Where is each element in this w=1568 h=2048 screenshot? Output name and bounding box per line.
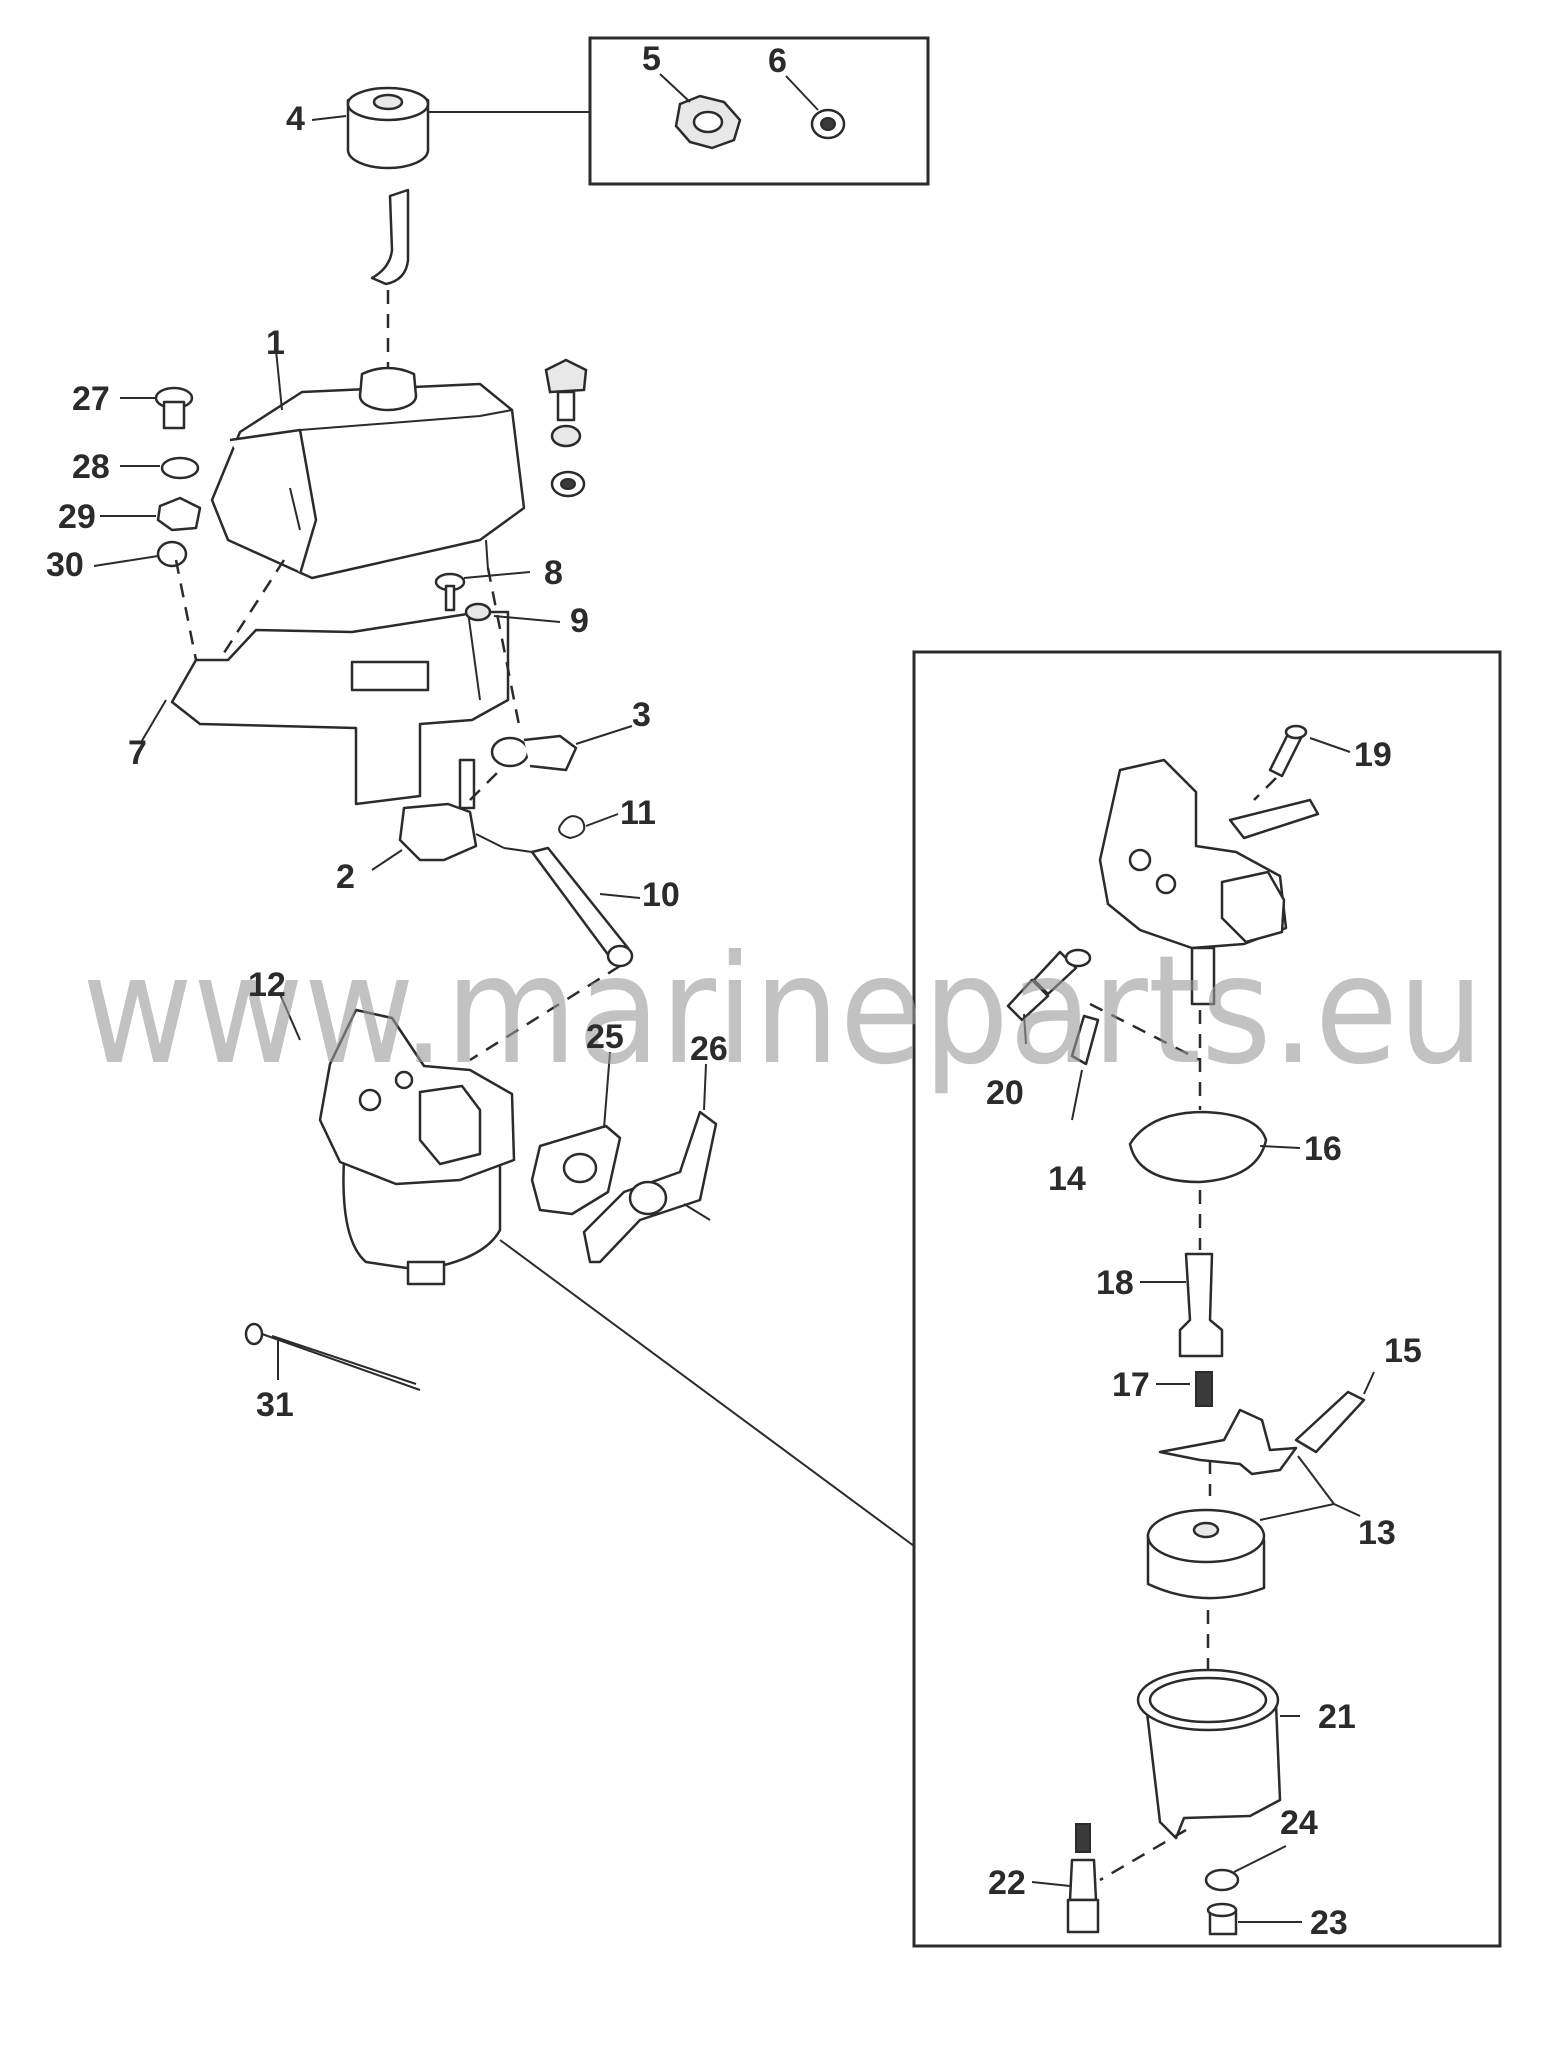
callout-13: 13 (1358, 1514, 1396, 1552)
callout-27: 27 (72, 380, 110, 418)
part-pin-14 (1070, 1002, 1201, 1121)
part-jet-18 (1140, 1252, 1224, 1358)
callout-6: 6 (768, 42, 787, 80)
part-clip-11 (558, 813, 619, 840)
part-nut-5 (659, 73, 742, 150)
part-rod-31 (244, 1322, 421, 1391)
part-screw-22 (1031, 1823, 1100, 1934)
callout-7: 7 (128, 734, 147, 772)
watermark-text: www.marineparts.eu (82, 924, 1484, 1098)
part-fuel-tank (210, 349, 526, 580)
detail-frame-small (588, 36, 930, 186)
callout-9: 9 (570, 602, 589, 640)
part-float-lever (1158, 1408, 1335, 1505)
part-plate-26 (582, 1063, 718, 1264)
callout-30: 30 (46, 546, 84, 584)
part-grommet-29 (100, 496, 202, 532)
callout-28: 28 (72, 448, 110, 486)
callout-4: 4 (286, 100, 305, 138)
callout-8: 8 (544, 554, 563, 592)
axis-tank-bracket-left (174, 559, 198, 661)
part-lockwasher-9 (464, 602, 561, 623)
part-mounting-bracket (139, 610, 510, 806)
callout-15: 15 (1384, 1332, 1422, 1370)
part-washer-6 (785, 75, 846, 140)
callout-2: 2 (336, 858, 355, 896)
part-clamp-3 (490, 725, 633, 772)
callout-16: 16 (1304, 1130, 1342, 1168)
axis-fuel-line (469, 964, 621, 1062)
part-bolt-27 (120, 386, 194, 430)
callout-10: 10 (642, 876, 680, 914)
axis-screw (486, 567, 522, 731)
leader-to-detail (499, 1239, 915, 1547)
callout-1: 1 (266, 324, 285, 362)
part-screw-8 (434, 571, 531, 612)
part-fuel-line (503, 846, 641, 968)
part-carburetor-assembly (279, 993, 516, 1286)
callout-26: 26 (690, 1030, 728, 1068)
detail-frame-carburetor (912, 650, 1502, 1948)
part-tank-valve-stack (544, 358, 588, 498)
part-float-13 (1146, 1503, 1361, 1600)
callout-19: 19 (1354, 736, 1392, 774)
callout-31: 31 (256, 1386, 294, 1424)
part-pin-15 (1294, 1371, 1375, 1454)
part-bowl-21 (1136, 1668, 1300, 1840)
callout-17: 17 (1112, 1366, 1150, 1404)
callout-12: 12 (248, 966, 286, 1004)
callout-25: 25 (586, 1018, 624, 1056)
part-carb-body-detail (1098, 758, 1320, 1006)
callout-3: 3 (632, 696, 651, 734)
part-washer-28 (120, 456, 200, 480)
part-fuel-cap-hose (311, 86, 590, 286)
part-oring-16 (1128, 1110, 1301, 1184)
callout-22: 22 (988, 1864, 1026, 1902)
part-gasket-25 (530, 1051, 622, 1216)
part-jet-17 (1156, 1371, 1213, 1407)
callout-21: 21 (1318, 1698, 1356, 1736)
part-plug-23 (1206, 1902, 1302, 1936)
part-washer-24 (1204, 1845, 1287, 1892)
part-needle-20 (1006, 948, 1092, 1045)
axis-bowl-drain (1099, 1828, 1187, 1882)
callout-11: 11 (620, 794, 656, 832)
callout-24: 24 (1280, 1804, 1318, 1842)
callout-20: 20 (986, 1074, 1024, 1112)
callout-29: 29 (58, 498, 96, 536)
part-grommet-30 (93, 540, 188, 568)
callout-23: 23 (1310, 1904, 1348, 1942)
part-screw-19 (1253, 724, 1351, 801)
callout-14: 14 (1048, 1160, 1086, 1198)
part-fuel-valve (371, 758, 505, 871)
callout-5: 5 (642, 40, 661, 78)
callout-18: 18 (1096, 1264, 1134, 1302)
